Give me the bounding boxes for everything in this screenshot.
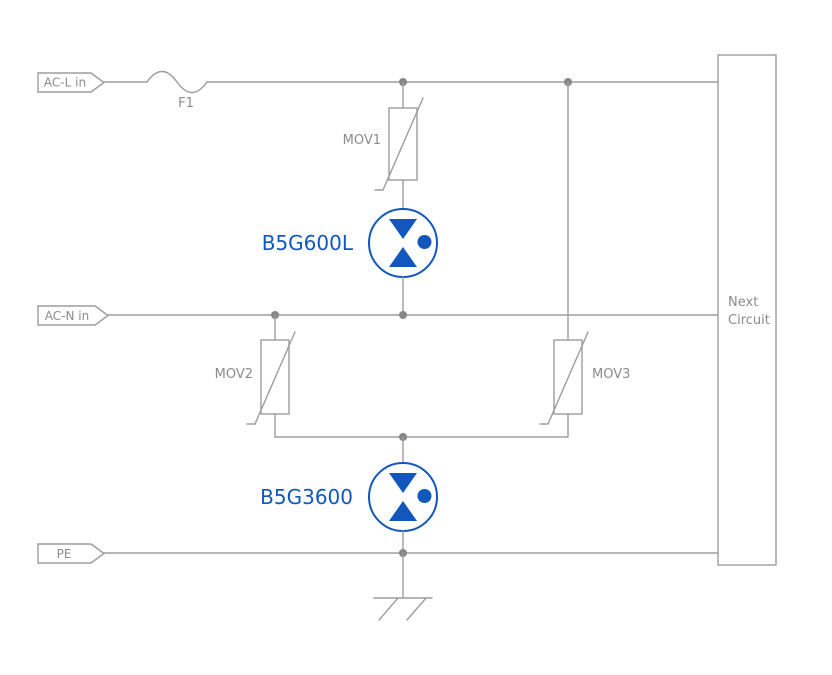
gdt-b5g3600: B5G3600	[260, 436, 438, 554]
terminal-pe-label: PE	[57, 547, 72, 561]
varistor-mov1-label: MOV1	[343, 133, 381, 148]
ground-hatch	[378, 597, 399, 621]
terminal-ac-n-label: AC-N in	[45, 309, 89, 323]
fuse-label: F1	[178, 96, 194, 111]
terminal-tag	[37, 543, 106, 564]
next-circuit-label-line2: Circuit	[728, 313, 770, 328]
terminal-ac-l: AC-L in	[37, 72, 106, 93]
varistor-stroke	[374, 97, 424, 191]
varistor-mov3: MOV3	[539, 81, 630, 438]
gdt1-part-number: B5G600L	[262, 231, 354, 255]
terminal-ac-n: AC-N in	[37, 305, 110, 326]
varistor-body	[388, 107, 418, 181]
fuse-f1: F1	[146, 70, 208, 111]
ground-hatch	[406, 597, 427, 621]
gdt-b5g600l: B5G600L	[262, 208, 438, 316]
earth-ground-icon	[373, 552, 433, 621]
varistor-mov1: MOV1	[343, 81, 424, 210]
terminal-tag	[37, 72, 106, 93]
next-circuit-box	[717, 54, 777, 566]
terminal-tag	[37, 305, 110, 326]
gdt-triangle-down-icon	[389, 219, 417, 239]
terminal-pe: PE	[37, 543, 106, 564]
varistor-stroke	[246, 331, 296, 425]
next-circuit-label-line1: Next	[728, 295, 758, 310]
varistor-mov3-label: MOV3	[592, 367, 630, 382]
gdt-triangle-down-icon	[389, 473, 417, 493]
varistor-stroke	[539, 331, 589, 425]
varistor-mov2: MOV2	[215, 314, 296, 438]
next-circuit-block: Next Circuit	[717, 54, 777, 566]
gdt2-part-number: B5G3600	[260, 485, 353, 509]
gdt-dot-icon	[417, 489, 432, 503]
gdt-triangle-up-icon	[389, 501, 417, 521]
gdt-dot-icon	[417, 235, 432, 249]
gdt-triangle-up-icon	[389, 247, 417, 267]
varistor-mov2-label: MOV2	[215, 367, 253, 382]
fuse-icon	[146, 70, 208, 94]
terminal-ac-l-label: AC-L in	[44, 76, 86, 90]
junction-dot	[399, 311, 407, 319]
